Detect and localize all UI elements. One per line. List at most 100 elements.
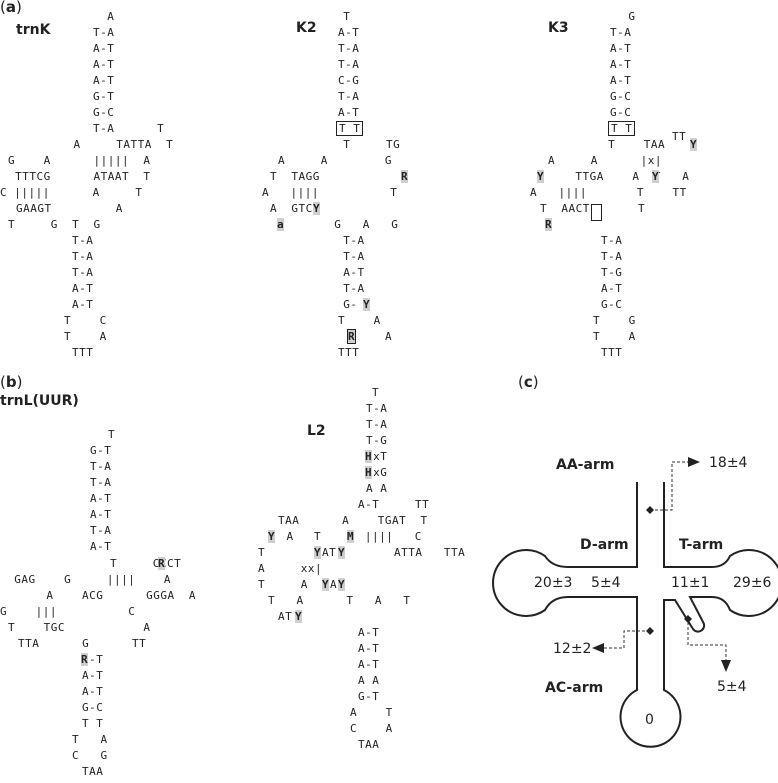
value-bottom-right: 5±4 [717, 679, 747, 695]
iupac-H: H [365, 466, 373, 479]
empty-box-K3 [591, 204, 602, 221]
arrowhead-top [688, 457, 700, 467]
label-ac-arm: AC-arm [545, 680, 603, 696]
label-aa-arm: AA-arm [556, 457, 614, 473]
sequence-line: TTT [601, 346, 623, 359]
sequence-line: TTT [338, 346, 360, 359]
iupac-Y: Y [652, 170, 660, 183]
diamond-marker-1 [646, 506, 654, 514]
sequence-line: AT [278, 610, 293, 623]
sequence-line: T-A [90, 524, 112, 537]
iupac-Y: Y [338, 578, 346, 591]
sequence-line: A |||| C [258, 530, 422, 543]
sequence-line: A A [366, 482, 388, 495]
sequence-line: A-T [93, 74, 115, 87]
sequence-line: -T [82, 653, 104, 666]
value-top-right: 18±4 [709, 455, 748, 471]
iupac-Y: Y [268, 530, 276, 543]
sequence-line: A-T [358, 626, 380, 639]
sequence-line: T [108, 428, 116, 441]
sequence-line: A-T [82, 685, 104, 698]
sequence-line: G-C [610, 90, 632, 103]
sequence-line: GAAGT A [16, 202, 123, 215]
sequence-line: T A [258, 578, 308, 591]
L2-a-label: A [330, 578, 338, 591]
sequence-line: A-T [90, 508, 112, 521]
panel-c-label: (c) [518, 373, 539, 391]
sequence-line: T-A [329, 250, 365, 263]
sequence-line: T TGC A [8, 621, 151, 634]
sequence-line: A-T [90, 540, 112, 553]
sequence-line: T-A [366, 402, 388, 415]
sequence-line: A-T [93, 58, 115, 71]
sequence-line: T-G [601, 266, 623, 279]
sequence-line: A-T TT [358, 498, 430, 511]
sequence-line: TTT [72, 346, 94, 359]
sequence-line: xT [366, 450, 388, 463]
sequence-line: A |||| T [262, 186, 398, 199]
iupac-H: H [365, 450, 373, 463]
iupac-R: R [158, 557, 166, 570]
panel-a-label: (a) [0, 0, 22, 16]
sequence-line: A-T [610, 42, 632, 55]
sequence-line: TAA [358, 738, 380, 751]
iupac-M: M [347, 530, 355, 543]
sequence-line: T-A [72, 250, 94, 263]
dashed-line-left [604, 630, 650, 649]
sequence-line: A [93, 10, 115, 23]
sequence-line: C A [350, 722, 393, 735]
sequence-line: A T [350, 706, 393, 719]
iupac-R: R [401, 170, 409, 183]
iupac-Y: Y [363, 298, 371, 311]
sequence-line: G-T [93, 90, 115, 103]
sequence-line: T A T A T [268, 594, 411, 607]
sequence-line: A-T [329, 266, 365, 279]
sequence-line: T-A [329, 234, 365, 247]
sequence-line: A-T [82, 669, 104, 682]
iupac-Y: Y [314, 546, 322, 559]
sequence-line: T-A [338, 90, 360, 103]
sequence-line: T-A [90, 476, 112, 489]
iupac-Y: Y [295, 610, 303, 623]
sequence-line: T-A [72, 266, 94, 279]
iupac-Y: Y [690, 138, 698, 151]
boxed-pair-K2: T T [335, 121, 364, 136]
sequence-line: A-T [338, 106, 360, 119]
trna-outline-left [492, 482, 682, 748]
sequence-line: A [385, 330, 393, 343]
iupac-R: R [81, 653, 89, 666]
sequence-line: G-C [601, 298, 623, 311]
sequence-line: G-T [358, 690, 380, 703]
sequence-line: T G T G [8, 218, 101, 231]
iupac-Y: Y [322, 578, 330, 591]
sequence-line: T-A [338, 58, 360, 71]
sequence-line: T A [338, 314, 381, 327]
title-K3: K3 [548, 20, 569, 36]
iupac-R: R [545, 218, 553, 231]
label-d-arm: D-arm [580, 537, 629, 553]
title-trnK: trnK [16, 22, 51, 38]
sequence-line: A-T [338, 26, 360, 39]
panel-b-label: (b) [0, 373, 23, 391]
sequence-line: A A G [278, 154, 392, 167]
title-L2: L2 [307, 423, 326, 439]
sequence-line: C-G [338, 74, 360, 87]
sequence-line: T [329, 10, 351, 23]
sequence-line: T-A [72, 234, 94, 247]
iupac-a: a [277, 218, 285, 231]
value-left: 12±2 [553, 641, 591, 657]
value-ac-loop: 0 [645, 712, 654, 728]
sequence-line: A-T [601, 282, 623, 295]
value-d-loop: 20±3 [534, 575, 572, 591]
sequence-line: A TATTA T [45, 138, 174, 151]
sequence-line: A-T [610, 74, 632, 87]
sequence-line: T CCCT [110, 557, 182, 570]
title-K2: K2 [296, 20, 317, 36]
sequence-line: T-A [601, 250, 623, 263]
sequence-line: T-A T [93, 122, 165, 135]
sequence-line: A GTC [270, 202, 313, 215]
sequence-line: T-A [366, 418, 388, 431]
sequence-line: TAA A TGAT T [278, 514, 428, 527]
